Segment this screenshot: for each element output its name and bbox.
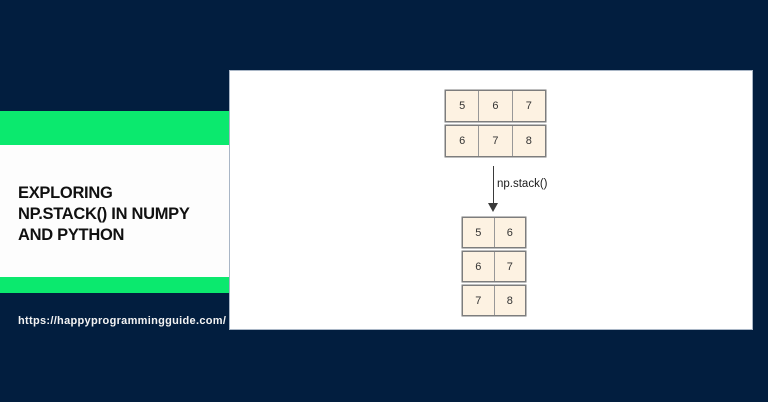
page-title: EXPLORING NP.STACK() IN NUMPY AND PYTHON — [18, 182, 217, 245]
output-array-row-2: 6 7 — [462, 251, 526, 282]
array-cell: 6 — [463, 252, 494, 281]
array-cell: 5 — [463, 218, 494, 247]
output-array-row-1: 5 6 — [462, 217, 526, 248]
page-title-line: NP.STACK() IN NUMPY — [18, 204, 190, 223]
output-array-row-3: 7 8 — [462, 285, 526, 316]
array-cell: 7 — [493, 252, 525, 281]
np-stack-label: np.stack() — [497, 178, 548, 190]
array-cell: 7 — [478, 126, 512, 156]
content-panel: 5 6 7 6 7 8 np.stack() 5 6 6 7 7 8 — [229, 70, 753, 330]
array-cell: 7 — [463, 286, 494, 315]
array-cell: 6 — [478, 91, 512, 121]
green-stripe-bottom — [0, 277, 229, 293]
array-cell: 8 — [493, 286, 525, 315]
arrow-down-icon — [488, 203, 498, 212]
array-cell: 8 — [511, 126, 545, 156]
input-array-row-1: 5 6 7 — [445, 90, 546, 122]
array-cell: 7 — [511, 91, 545, 121]
array-cell: 5 — [446, 91, 479, 121]
page-title-line: EXPLORING — [18, 183, 113, 202]
array-cell: 6 — [446, 126, 479, 156]
green-stripe-top — [0, 111, 229, 145]
stack-arrow-line — [493, 166, 494, 204]
site-url: https://happyprogrammingguide.com/ — [18, 315, 227, 327]
page-title-line: AND PYTHON — [18, 225, 125, 244]
input-array-row-2: 6 7 8 — [445, 125, 546, 157]
array-cell: 6 — [493, 218, 525, 247]
title-background-block — [0, 145, 229, 277]
